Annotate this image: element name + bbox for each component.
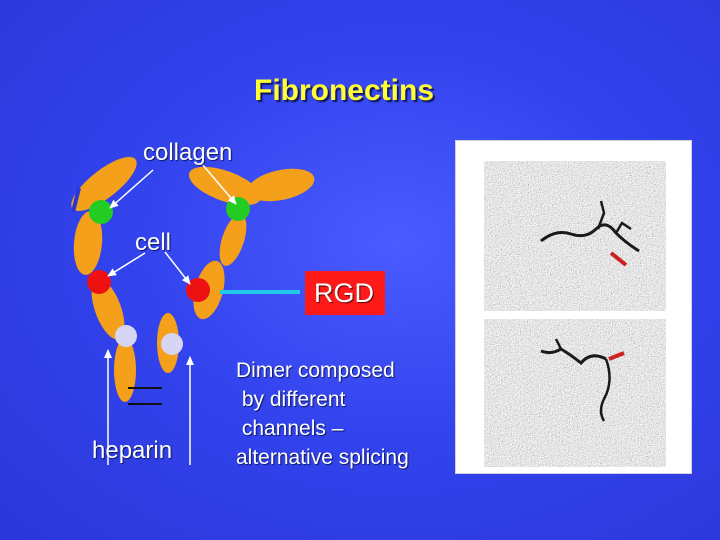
- heparin-domain-right: [161, 333, 183, 355]
- micrograph-bottom-marker: [608, 351, 625, 361]
- dimer-line-3: channels –: [236, 417, 344, 440]
- left-domain-1: [71, 157, 137, 211]
- left-domain-4: [114, 338, 136, 402]
- left-domain-2: [73, 211, 103, 275]
- heparin-domain-left: [115, 325, 137, 347]
- cell-domain-right: [186, 278, 210, 302]
- micrograph-top-molecule: [540, 223, 640, 253]
- dimer-line-1: Dimer composed: [236, 359, 395, 382]
- cell-arrow-left: [107, 252, 146, 277]
- collagen-label: collagen: [143, 139, 233, 166]
- collagen-arrow-right: [201, 163, 237, 205]
- cell-label: cell: [135, 229, 172, 256]
- rgd-label: RGD: [314, 278, 374, 308]
- cell-arrow-right: [164, 251, 191, 285]
- dimer-line-2: by different: [236, 388, 346, 411]
- collagen-domain-right: [226, 197, 250, 221]
- right-domain-3: [219, 214, 247, 266]
- collagen-arrow-left: [109, 169, 154, 209]
- electron-micrographs: [484, 161, 666, 467]
- right-domain-2: [247, 168, 315, 202]
- cell-domain-left: [87, 270, 111, 294]
- electron-micrograph-panel: [455, 140, 692, 474]
- right-domain-1: [188, 166, 262, 206]
- micrograph-bottom: [484, 319, 666, 467]
- collagen-domain-left: [89, 200, 113, 224]
- micrograph-bottom-molecule: [540, 347, 607, 366]
- heparin-label: heparin: [92, 437, 173, 464]
- dimer-description: Dimer composed by different channels – a…: [236, 356, 409, 472]
- rgd-box: [305, 271, 385, 315]
- dimer-line-4: alternative splicing: [236, 446, 409, 469]
- micrograph-top-marker: [609, 251, 628, 267]
- slide-title: Fibronectins: [254, 74, 435, 107]
